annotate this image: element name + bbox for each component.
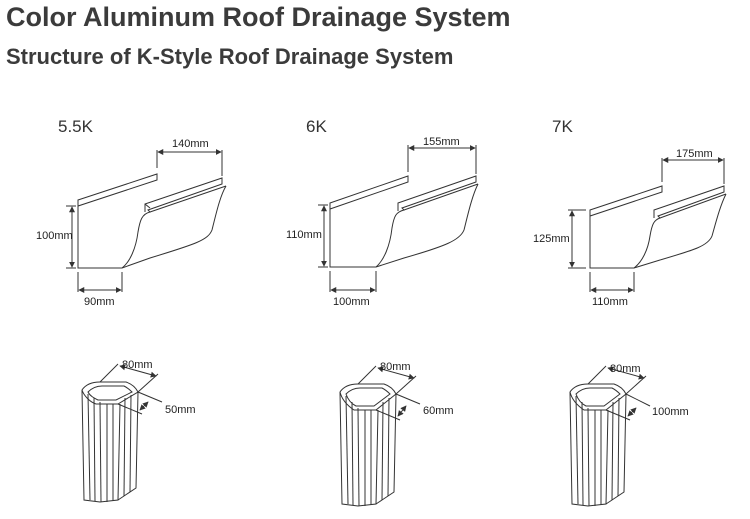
downspout-depth-dim: 100mm — [652, 406, 689, 418]
downspout-depth-dim: 60mm — [423, 405, 454, 417]
page-subtitle: Structure of K-Style Roof Drainage Syste… — [6, 44, 454, 69]
gutter-bottom-dim: 90mm — [84, 296, 115, 308]
gutter-width-dim: 175mm — [676, 148, 713, 160]
downspout-width-dim: 80mm — [380, 361, 411, 373]
gutter-5-5k — [66, 149, 227, 293]
downspout-1 — [81, 363, 163, 503]
page-title: Color Aluminum Roof Drainage System — [6, 2, 511, 32]
gutter-width-dim: 155mm — [423, 136, 460, 148]
gutter-model-label: 5.5K — [58, 117, 93, 136]
gutter-model-label: 6K — [306, 117, 327, 136]
gutter-7k — [568, 157, 727, 293]
gutter-bottom-dim: 110mm — [592, 296, 628, 308]
gutter-bottom-dim: 100mm — [333, 296, 370, 308]
gutter-height-dim: 100mm — [36, 230, 73, 242]
gutter-height-dim: 110mm — [286, 229, 322, 241]
downspout-2 — [339, 365, 421, 507]
downspout-width-dim: 80mm — [122, 359, 153, 371]
downspout-3 — [569, 365, 651, 507]
downspout-depth-dim: 50mm — [165, 404, 196, 416]
gutter-height-dim: 125mm — [533, 233, 570, 245]
gutter-6k — [318, 145, 479, 293]
downspout-width-dim: 80mm — [610, 363, 641, 375]
gutter-width-dim: 140mm — [172, 138, 209, 150]
gutter-model-label: 7K — [552, 117, 573, 136]
